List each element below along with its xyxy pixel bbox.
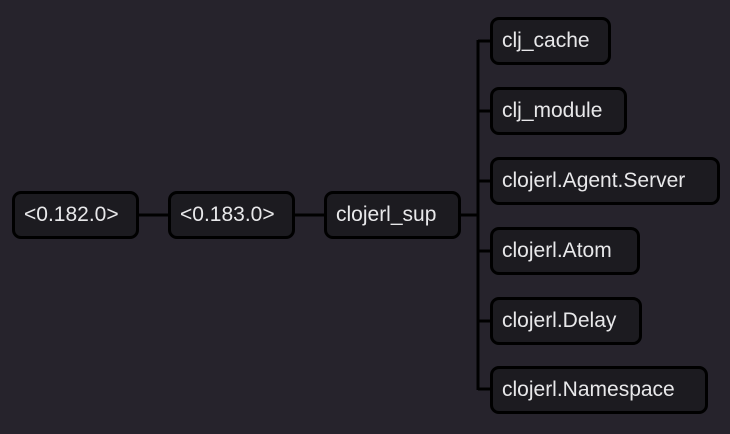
node-clojerl-delay[interactable]: clojerl.Delay	[490, 297, 642, 345]
node-clj-cache[interactable]: clj_cache	[490, 17, 611, 65]
node-clojerl-agent-server[interactable]: clojerl.Agent.Server	[490, 157, 720, 205]
node-clojerl-atom[interactable]: clojerl.Atom	[490, 227, 640, 275]
node-pid-182[interactable]: <0.182.0>	[12, 191, 139, 239]
node-clojerl-sup[interactable]: clojerl_sup	[324, 191, 461, 239]
node-pid-183[interactable]: <0.183.0>	[168, 191, 295, 239]
node-clojerl-namespace[interactable]: clojerl.Namespace	[490, 366, 708, 414]
node-clj-module[interactable]: clj_module	[490, 87, 627, 135]
